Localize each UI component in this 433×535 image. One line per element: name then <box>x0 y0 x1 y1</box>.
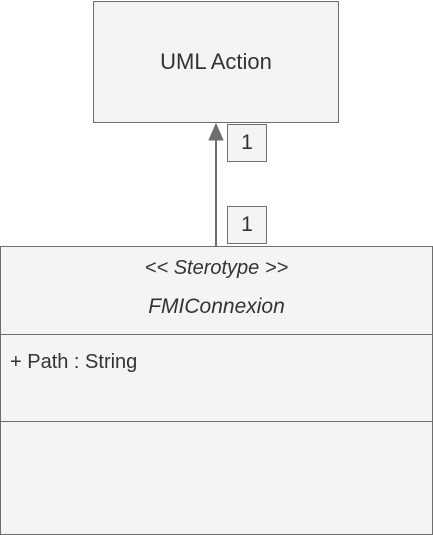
multiplicity-label: 1 <box>241 131 253 154</box>
stereotype-label: << Sterotype >> <box>144 257 289 279</box>
attribute-compartment[interactable]: + Path : String <box>1 335 432 422</box>
name-compartment: << Sterotype >> FMIConnexion <box>1 247 432 335</box>
node-label: UML Action <box>160 49 272 74</box>
attribute-item[interactable]: + Path : String <box>10 351 138 373</box>
source-multiplicity[interactable]: 1 <box>227 206 267 244</box>
target-multiplicity[interactable]: 1 <box>227 124 267 162</box>
multiplicity-label: 1 <box>241 213 253 236</box>
arrowhead-icon <box>208 122 224 141</box>
operation-compartment[interactable] <box>1 422 432 534</box>
class-node[interactable]: << Sterotype >> FMIConnexion + Path : St… <box>0 246 433 535</box>
uml-action-node[interactable]: UML Action <box>93 1 339 123</box>
class-name: FMIConnexion <box>148 295 285 318</box>
